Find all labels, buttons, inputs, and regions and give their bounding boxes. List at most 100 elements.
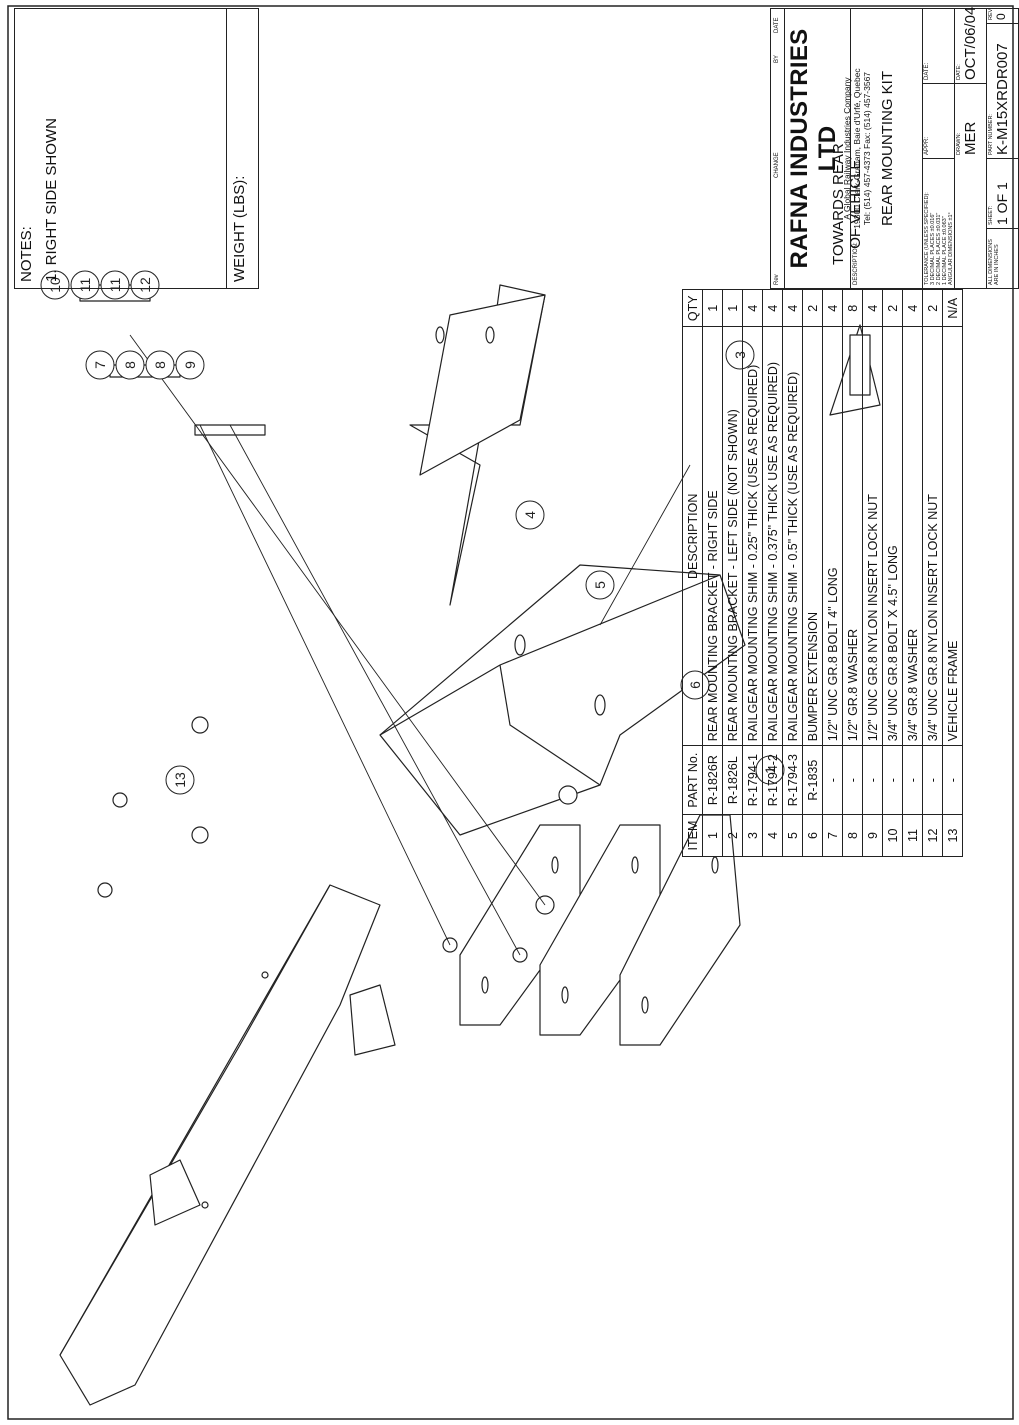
mounting-bracket [379, 564, 746, 836]
balloon-8: 8 [152, 361, 168, 369]
appr-cell: APPR: [923, 83, 954, 158]
description-label: DESCRIPTION: [853, 242, 859, 285]
cell-part: - [942, 745, 963, 815]
cell-part: R-1794-3 [782, 745, 803, 815]
description-block: DESCRIPTION: REAR MOUNTING KIT [851, 9, 923, 288]
part-number-cell: PART NUMBER: K-M15XRDR007 [987, 23, 1018, 158]
date-value: OCT/06/04 [962, 6, 979, 80]
parts-list-header: ITEM PART No. DESCRIPTION QTY [682, 289, 703, 857]
balloon-13: 13 [172, 772, 188, 788]
by-label: BY [774, 54, 780, 63]
cell-desc: 3/4" UNC GR.8 NYLON INSERT LOCK NUT [922, 326, 943, 746]
balloon-8: 8 [122, 361, 138, 369]
cell-part: - [822, 745, 843, 815]
cell-item: 2 [722, 814, 743, 857]
cell-item: 10 [882, 814, 903, 857]
cell-qty: 2 [882, 289, 903, 327]
cell-item: 4 [762, 814, 783, 857]
cell-part: R-1794-1 [742, 745, 763, 815]
balloon-3: 3 [732, 351, 748, 359]
cell-item: 1 [702, 814, 723, 857]
cell-qty: N/A [942, 289, 963, 327]
part-number-value: K-M15XRDR007 [994, 43, 1011, 155]
cell-item: 7 [822, 814, 843, 857]
appr-date-cell: DATE: [923, 9, 954, 83]
cell-part: R-1794-2 [762, 745, 783, 815]
cell-desc: 1/2" GR.8 WASHER [842, 326, 863, 746]
shim-item-3 [539, 824, 661, 1036]
cell-desc: VEHICLE FRAME [942, 326, 963, 746]
cell-qty: 4 [862, 289, 883, 327]
cell-desc: 1/2" UNC GR.8 NYLON INSERT LOCK NUT [862, 326, 883, 746]
balloon-5: 5 [592, 581, 608, 589]
part-number-row: ALL DIMENSIONS ARE IN INCHES SHEET: 1 OF… [987, 9, 1018, 288]
cell-item: 9 [862, 814, 883, 857]
drawn-value: MER [962, 121, 979, 155]
sheet-border [7, 5, 1014, 1420]
cell-item: 3 [742, 814, 763, 857]
cell-desc: RAILGEAR MOUNTING SHIM - 0.5" THICK (USE… [782, 326, 803, 746]
shim-item-4 [459, 824, 581, 1026]
rev-label: Rev [774, 274, 780, 285]
col-description: DESCRIPTION [682, 326, 703, 746]
cell-qty: 2 [922, 289, 943, 327]
cell-desc: REAR MOUNTING BRACKET - RIGHT SIDE [702, 326, 723, 746]
cell-desc: 3/4" GR.8 WASHER [902, 326, 923, 746]
rev-value: 0 [994, 13, 1008, 20]
tolerance-cell: TOLERANCE (UNLESS SPECIFIED): 3 DECIMAL … [923, 158, 954, 288]
cell-qty: 4 [762, 289, 783, 327]
balloon-1: 1 [762, 766, 778, 774]
cell-qty: 4 [822, 289, 843, 327]
col-item: ITEM [682, 814, 703, 857]
appr-label: APPR: [924, 136, 930, 155]
change-label: CHANGE [774, 152, 780, 178]
notes-box: NOTES: 1. RIGHT SIDE SHOWN [14, 8, 227, 289]
cell-item: 8 [842, 814, 863, 857]
direction-arrow [829, 324, 881, 416]
cell-qty: 1 [722, 289, 743, 327]
cell-desc: REAR MOUNTING BRACKET - LEFT SIDE (NOT S… [722, 326, 743, 746]
cell-part: - [842, 745, 863, 815]
balloon-7: 7 [92, 361, 108, 369]
cell-qty: 4 [782, 289, 803, 327]
cell-qty: 8 [842, 289, 863, 327]
cell-part: R-1826R [702, 745, 723, 815]
cell-item: 13 [942, 814, 963, 857]
balloon-11: 11 [107, 278, 123, 293]
cell-qty: 4 [902, 289, 923, 327]
cell-desc: 3/4" UNC GR.8 BOLT X 4.5" LONG [882, 326, 903, 746]
rev-cell: REV 0 [987, 9, 1018, 23]
balloon-10: 10 [47, 277, 63, 293]
cell-desc: RAILGEAR MOUNTING SHIM - 0.375" THICK US… [762, 326, 783, 746]
tolerance-row: TOLERANCE (UNLESS SPECIFIED): 3 DECIMAL … [923, 9, 955, 288]
notes-title: NOTES: [18, 226, 35, 282]
note-line-1: 1. RIGHT SIDE SHOWN [43, 118, 60, 282]
balloon-12: 12 [137, 277, 153, 293]
cell-desc: 1/2" UNC GR.8 BOLT 4" LONG [822, 326, 843, 746]
tolerance-line-5: ANGULAR DIMENSIONS ±1° [948, 212, 954, 285]
balloon-9: 9 [182, 361, 198, 369]
vehicle-frame [59, 884, 396, 1406]
cell-part: - [902, 745, 923, 815]
cell-item: 5 [782, 814, 803, 857]
dims-note: ALL DIMENSIONS ARE IN INCHES [987, 228, 1018, 288]
dims-note-line-2: ARE IN INCHES [994, 244, 1000, 285]
cell-item: 6 [802, 814, 823, 857]
date-label: DATE [774, 17, 780, 33]
col-part-no: PART No. [682, 745, 703, 815]
company-name: RAFNA INDUSTRIES LTD [786, 28, 841, 269]
